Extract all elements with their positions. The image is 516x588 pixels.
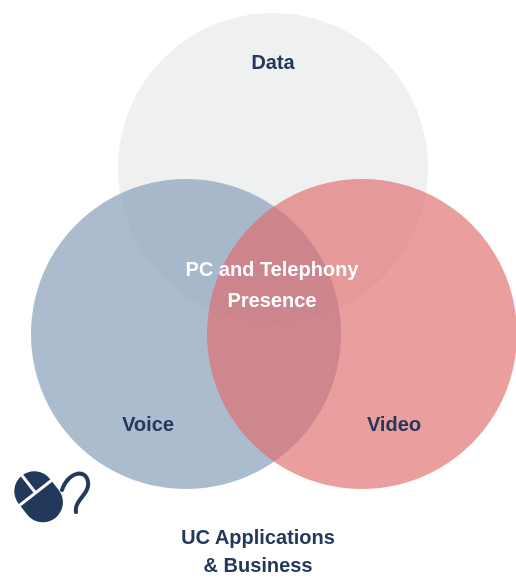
video-circle [207,179,516,489]
center-label-line1: PC and Telephony [186,259,360,281]
caption-line2: & Business [203,555,313,577]
computer-mouse-icon [14,471,91,523]
caption-line1: UC Applications [181,527,335,549]
caption: UC Applications & Business [0,524,516,580]
video-label: Video [367,414,421,436]
center-label-line2: Presence [228,290,317,312]
voice-label: Voice [122,414,174,436]
data-label: Data [251,52,295,74]
